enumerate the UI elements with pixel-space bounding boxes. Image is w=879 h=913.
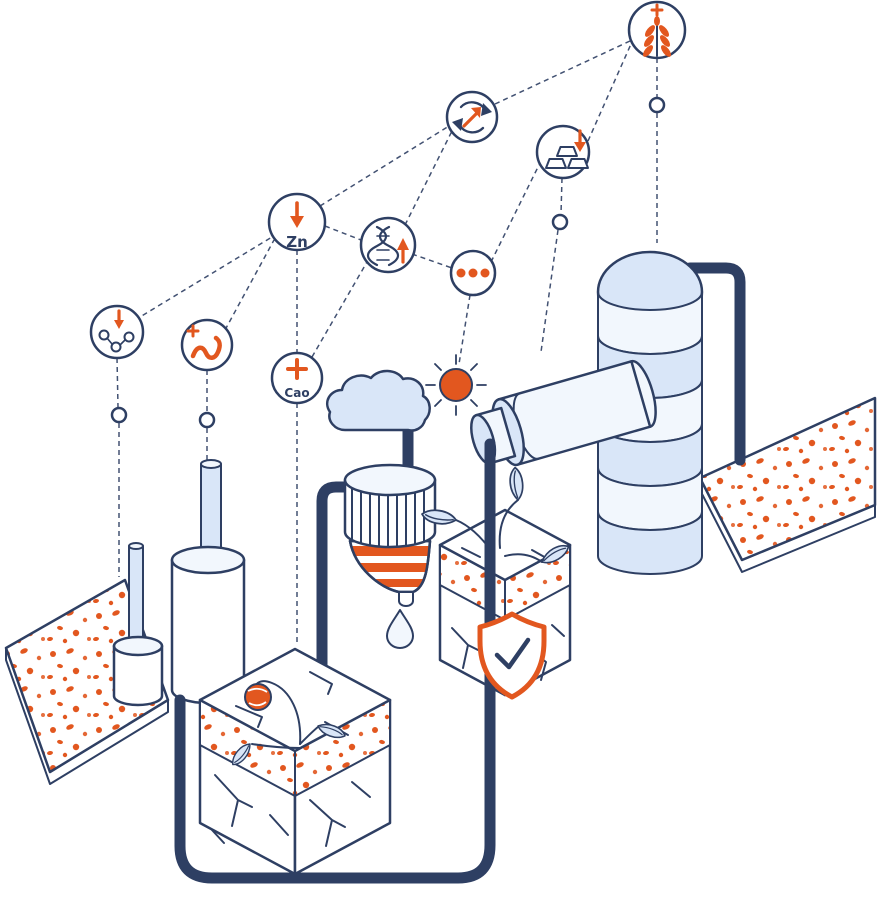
soil-speckles-icon — [4, 578, 170, 774]
badge-minerals-decrease — [535, 124, 591, 180]
ground-slab-left — [4, 578, 170, 785]
crack-lines — [211, 671, 371, 847]
badge-circle — [180, 318, 234, 372]
badge-cycle-increase — [445, 90, 499, 144]
chimney-icon — [112, 459, 246, 707]
recirculation-pipe — [174, 438, 496, 884]
connector-lines — [116, 40, 658, 645]
badge-molecule-decrease — [89, 304, 145, 360]
sun-icon — [425, 354, 487, 416]
arrow-down-icon — [290, 201, 304, 228]
soil-block-left — [198, 647, 392, 876]
check-icon — [494, 637, 531, 670]
circular-arrows-up-icon — [452, 101, 492, 134]
soil-injection-pipe — [316, 481, 376, 706]
badge-zinc-decrease: Zn — [267, 192, 327, 252]
wheat-plus-icon — [643, 3, 671, 57]
badge-dna-increase — [359, 216, 417, 274]
leaf-icon — [505, 466, 527, 502]
zinc-label: Zn — [286, 233, 308, 251]
dna-up-icon — [366, 225, 409, 267]
badge-circle — [89, 304, 145, 360]
worm-plus-icon — [186, 324, 222, 360]
funnel-filter-icon — [343, 463, 437, 649]
wilted-flower-icon — [226, 680, 348, 768]
plus-icon — [286, 358, 308, 380]
tower-outlet-pipe — [684, 262, 746, 466]
calcium-label: Cao — [284, 386, 309, 400]
ground-slab-right — [698, 396, 877, 573]
soil-speckles-icon — [698, 396, 877, 562]
cloud-icon — [325, 369, 431, 432]
badge-more-indicators — [449, 249, 497, 297]
badge-crop-increase — [627, 0, 687, 60]
gold-bars-down-icon — [545, 129, 589, 169]
badge-calcium-increase: Cao — [270, 351, 324, 405]
shield-check-icon — [477, 611, 547, 700]
water-drop-icon — [386, 609, 414, 649]
connector-nodes — [110, 96, 666, 429]
ellipsis-icon — [456, 268, 490, 278]
molecule-down-icon — [98, 309, 135, 353]
badge-organisms-increase — [180, 318, 234, 372]
